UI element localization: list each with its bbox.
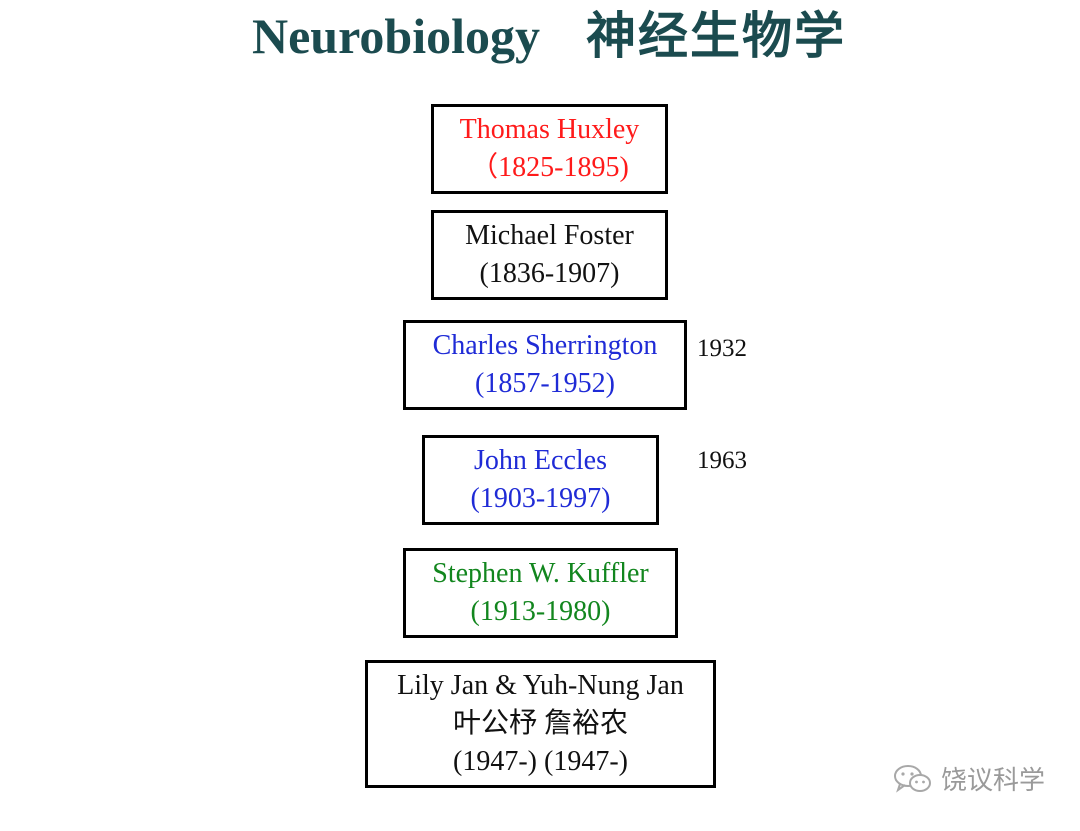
award-year-sherrington: 1932	[697, 335, 747, 362]
person-dates: （1825-1895)	[470, 152, 629, 183]
page-title: Neurobiology 神经生物学	[252, 6, 846, 66]
person-name-chinese: 叶公杼 詹裕农	[452, 708, 628, 739]
person-dates: (1903-1997)	[470, 483, 611, 514]
person-name: Charles Sherrington	[432, 330, 658, 361]
title-english: Neurobiology	[252, 8, 540, 64]
person-name: Thomas Huxley	[459, 114, 640, 145]
person-dates: (1836-1907)	[479, 258, 620, 289]
title-chinese: 神经生物学	[586, 8, 846, 64]
lineage-box-sherrington: Charles Sherrington (1857-1952)	[403, 320, 687, 410]
person-dates: (1913-1980)	[470, 596, 611, 627]
watermark-text: 饶议科学	[941, 766, 1046, 796]
lineage-box-eccles: John Eccles (1903-1997)	[422, 435, 659, 525]
lineage-box-kuffler: Stephen W. Kuffler (1913-1980)	[403, 548, 678, 638]
person-dates: (1857-1952)	[475, 368, 615, 399]
person-name: Michael Foster	[465, 220, 634, 251]
wechat-icon	[894, 764, 931, 793]
person-name: Stephen W. Kuffler	[432, 558, 649, 589]
watermark: 饶议科学	[893, 760, 1045, 797]
lineage-box-jan: Lily Jan & Yuh-Nung Jan 叶公杼 詹裕农 (1947-) …	[365, 660, 716, 788]
person-dates: (1947-) (1947-)	[453, 746, 628, 777]
award-year-eccles: 1963	[697, 447, 747, 474]
lineage-box-huxley: Thomas Huxley （1825-1895)	[431, 104, 668, 194]
person-name: Lily Jan & Yuh-Nung Jan	[397, 670, 684, 701]
lineage-box-foster: Michael Foster (1836-1907)	[431, 210, 668, 300]
person-name: John Eccles	[474, 445, 607, 476]
